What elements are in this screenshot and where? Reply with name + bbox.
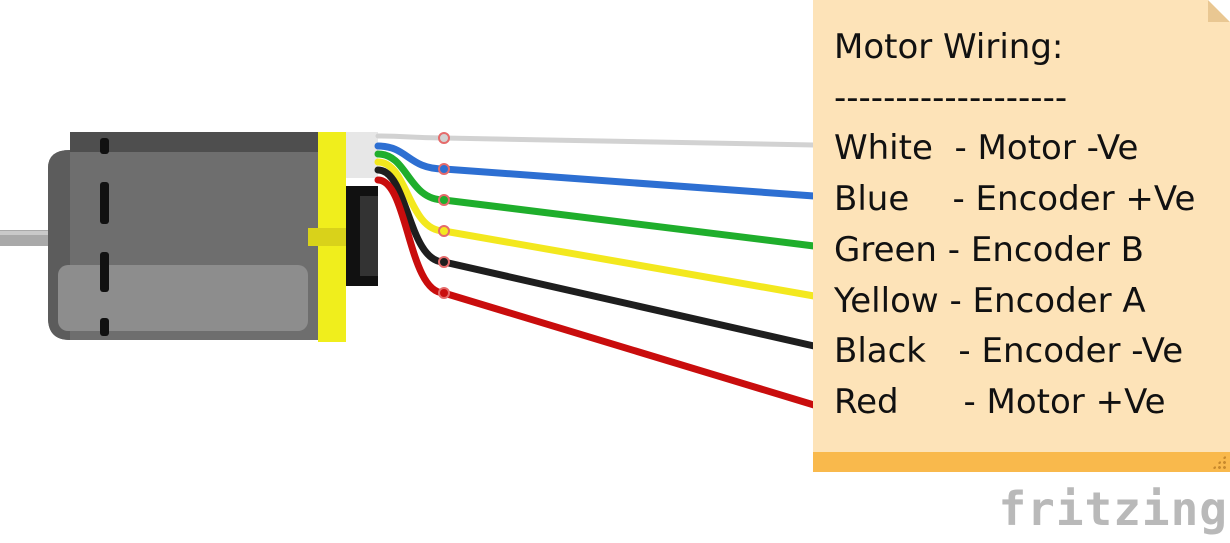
wire-bendpoint-red[interactable]	[438, 287, 450, 299]
legend-row-blue: Blue - Encoder +Ve	[834, 179, 1196, 220]
connector-header	[346, 132, 378, 178]
legend-row-yellow: Yellow - Encoder A	[834, 280, 1146, 321]
wiring-legend-text: Motor Wiring: ------------------- White - …	[834, 22, 1195, 428]
legend-row-black: Black - Encoder -Ve	[834, 331, 1184, 372]
motor-wires	[374, 132, 818, 409]
fritzing-logo: fritzing	[998, 482, 1228, 536]
wire-red[interactable]	[374, 176, 818, 409]
legend-row-green: Green - Encoder B	[834, 229, 1144, 270]
wire-bendpoint-green[interactable]	[438, 194, 450, 206]
dc-motor	[48, 132, 378, 342]
legend-row-white: White - Motor -Ve	[834, 128, 1139, 169]
wire-bendpoint-blue[interactable]	[438, 163, 450, 175]
legend-row-red: Red - Motor +Ve	[834, 381, 1166, 422]
legend-divider: -------------------	[834, 77, 1068, 118]
wire-bendpoint-black[interactable]	[438, 256, 450, 268]
note-folded-corner	[1208, 0, 1230, 22]
wire-bendpoint-white[interactable]	[438, 132, 450, 144]
wiring-legend-note: Motor Wiring: ------------------- White - …	[813, 0, 1230, 472]
note-bottom-bar	[813, 452, 1230, 472]
wire-bendpoint-yellow[interactable]	[438, 225, 450, 237]
legend-heading: Motor Wiring:	[834, 27, 1064, 67]
